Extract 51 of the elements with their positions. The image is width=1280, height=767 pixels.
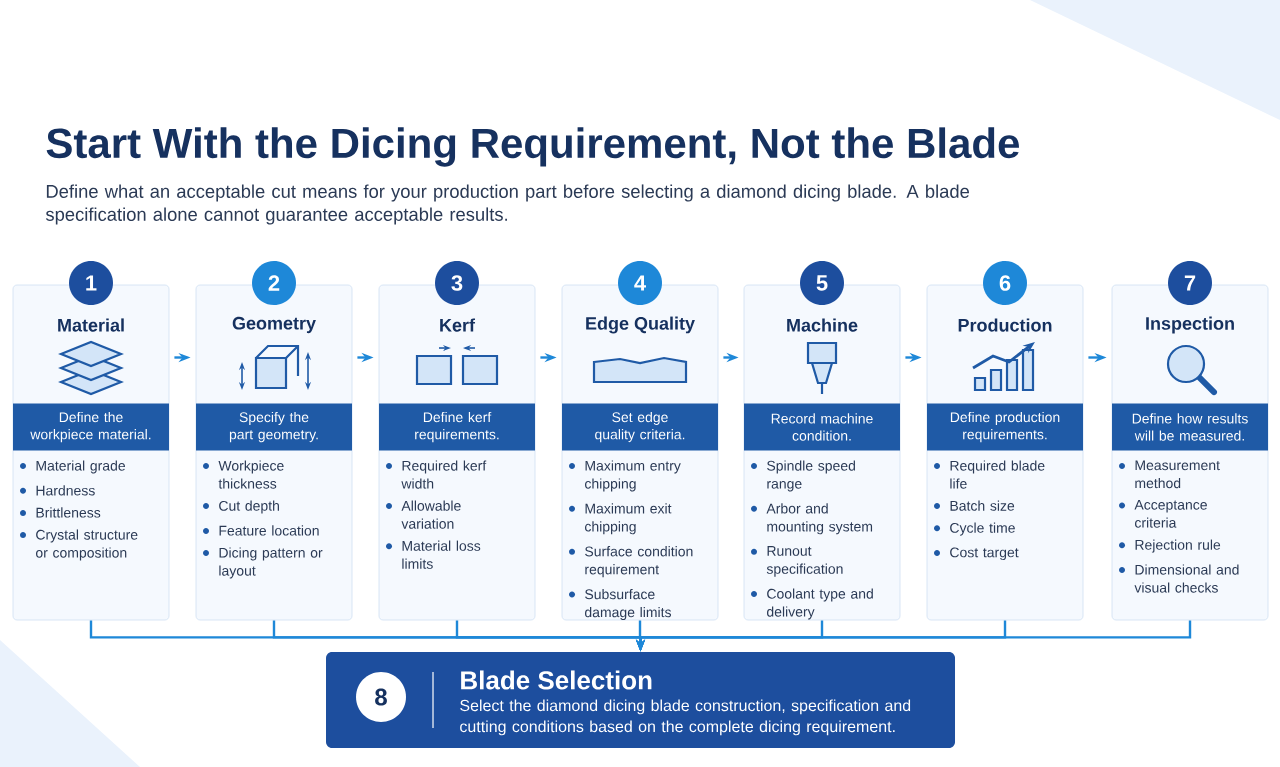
step-title: Geometry xyxy=(232,316,316,334)
step-title: Machine xyxy=(787,318,858,332)
step-title: Edge Quality xyxy=(586,316,695,334)
step-number: 2 xyxy=(252,261,296,305)
step-title: Kerf xyxy=(440,318,476,332)
bullet-point: Dicing pattern or layout xyxy=(203,547,323,579)
bullet-point: Crystal structure or composition xyxy=(20,529,138,561)
description-band: Define the workpiece material. xyxy=(13,403,169,451)
subtitle: Define what an acceptable cut means for your production part before selecting a diamond dicing blade. A blade specification alone cannot guarantee acceptable results. xyxy=(45,184,970,225)
step-title: Inspection xyxy=(1146,316,1234,334)
bullet-point: Batch size xyxy=(934,500,1015,511)
description-band: Define how results will be measured. xyxy=(1112,403,1268,451)
bullet-point: Feature location xyxy=(203,525,319,536)
step-number: 1 xyxy=(69,261,113,305)
step-number: 5 xyxy=(800,261,844,305)
description-band: Set edge quality criteria. xyxy=(562,403,718,451)
bullet-point: Brittleness xyxy=(20,507,101,518)
bullet-point: Arbor and mounting system xyxy=(751,503,873,535)
bullet-point: Required blade life xyxy=(934,460,1045,489)
bullet-point: Subsurface damage limits xyxy=(569,588,671,620)
bullet-point: Allowable variation xyxy=(386,500,461,529)
description-band: Record machine condition. xyxy=(744,403,900,451)
bullet-point: Required kerf width xyxy=(386,460,487,489)
step-number: 6 xyxy=(983,261,1027,305)
bullet-point: Cost target xyxy=(934,547,1019,561)
bullet-point: Spindle speed range xyxy=(751,460,855,492)
bullet-point: Dimensional and visual checks xyxy=(1119,564,1239,593)
bullet-point: Material grade xyxy=(20,460,125,474)
bullet-point: Cut depth xyxy=(203,500,279,514)
bullet-point: Surface condition requirement xyxy=(569,546,693,578)
title: Start With the Dicing Requirement, Not the Blade xyxy=(46,127,1019,167)
step-number: 3 xyxy=(435,261,479,305)
bullet-point: Rejection rule xyxy=(1119,539,1221,553)
bullet-point: Maximum exit chipping xyxy=(569,503,672,535)
bullet-point: Workpiece thickness xyxy=(203,460,284,489)
blade-selection-box: 8 Blade Selection Select the diamond dicing blade construction, specification and cutting conditions based on the complete dicing requirement. xyxy=(326,652,955,748)
description-band: Define kerf requirements. xyxy=(379,403,535,451)
bullet-point: Acceptance criteria xyxy=(1119,500,1207,528)
step-title: Production xyxy=(958,318,1052,332)
bullet-point: Coolant type and delivery xyxy=(751,588,873,620)
step-number: 4 xyxy=(618,261,662,305)
bullet-point: Runout specification xyxy=(751,546,843,577)
bullet-point: Maximum entry chipping xyxy=(569,460,681,492)
description-band: Specify the part geometry. xyxy=(196,403,352,451)
bullet-point: Measurement method xyxy=(1119,460,1220,489)
bullet-point: Material loss limits xyxy=(386,540,481,569)
description-band: Define production requirements. xyxy=(927,403,1083,451)
bullet-point: Cycle time xyxy=(934,522,1015,536)
step-title: Material xyxy=(58,318,124,332)
bullet-point: Hardness xyxy=(20,485,95,496)
step-number: 7 xyxy=(1168,261,1212,305)
